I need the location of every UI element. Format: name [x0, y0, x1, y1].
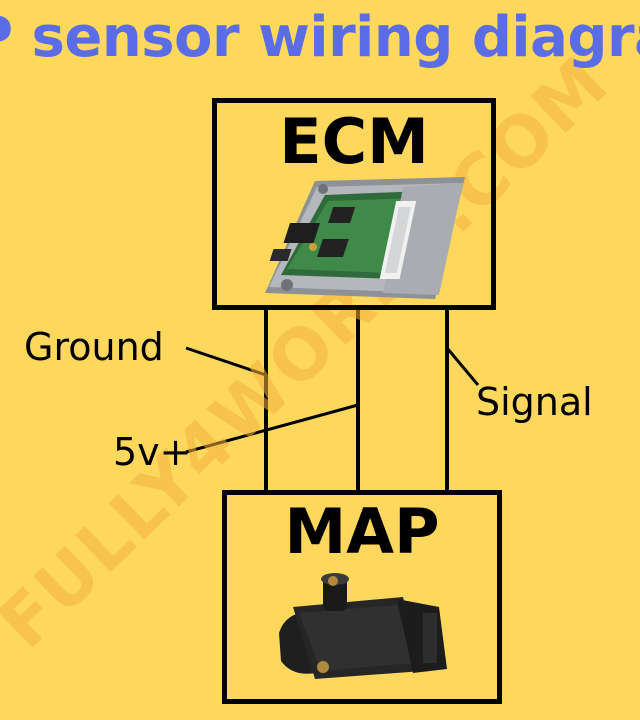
- signal-label: Signal: [476, 380, 593, 424]
- ecm-box: ECM: [212, 98, 496, 310]
- page-title: P sensor wiring diagram: [0, 5, 640, 70]
- ground-label: Ground: [24, 325, 164, 369]
- signal-leader: [445, 347, 480, 386]
- ecm-label: ECM: [279, 105, 429, 178]
- five-volt-leader: [185, 403, 359, 454]
- map-box: MAP: [222, 490, 502, 704]
- ecm-module-icon: [265, 177, 465, 299]
- map-label: MAP: [284, 495, 440, 568]
- map-sensor-icon: [279, 573, 447, 679]
- ground-leader: [185, 346, 267, 377]
- five-volt-label: 5v+: [113, 430, 192, 474]
